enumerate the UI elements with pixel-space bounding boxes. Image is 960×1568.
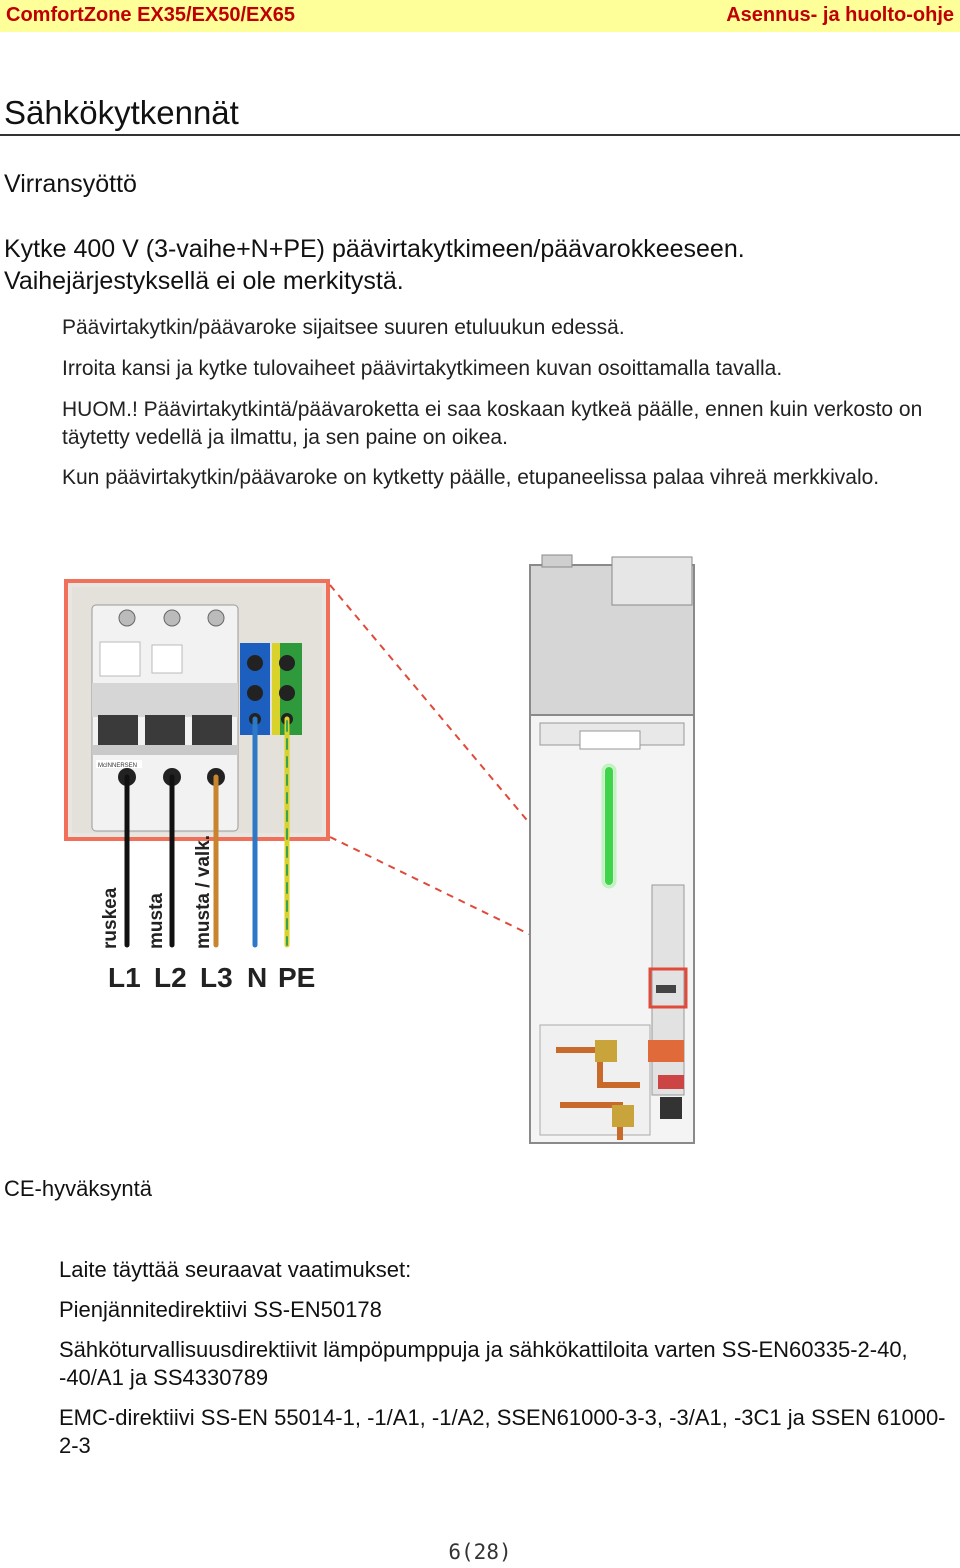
main-switch-highlight: [648, 967, 688, 1009]
page-number: 6(28): [448, 1540, 512, 1564]
paragraph-indicator: Kun päävirtakytkin/päävaroke on kytketty…: [62, 466, 880, 489]
ce-item: Laite täyttää seuraavat vaatimukset:: [59, 1257, 412, 1282]
page-title: Sähkökytkennät: [4, 94, 239, 131]
leader-line-top: [329, 584, 651, 968]
paragraph-warning: HUOM.! Päävirtakytkintä/päävaroketta ei …: [62, 398, 923, 449]
ce-item: EMC-direktiivi SS-EN 55014-1, -1/A1, -1/…: [59, 1405, 946, 1458]
breaker-brand: McINNERSEN: [98, 763, 137, 769]
paragraph-instructions: Irroita kansi ja kytke tulovaiheet päävi…: [62, 357, 783, 380]
ce-item: Sähköturvallisuusdirektiivit lämpöpumppu…: [59, 1337, 908, 1390]
terminal-l2: L2: [154, 962, 187, 993]
intro-text: Kytke 400 V (3-vaihe+N+PE) päävirtakytki…: [4, 235, 745, 295]
ce-item: Pienjännitedirektiivi SS-EN50178: [59, 1297, 382, 1322]
ce-heading: CE-hyväksyntä: [4, 1176, 152, 1201]
terminal-n: N: [247, 962, 267, 993]
wires: [124, 716, 290, 948]
terminal-l1: L1: [108, 962, 141, 993]
wiring-figure: McINNERSEN ruskea musta musta / valk. L1…: [64, 554, 695, 1144]
wire-label-l1: ruskea: [100, 887, 121, 949]
green-indicator-light: [605, 767, 613, 885]
header-doc-title: Asennus- ja huolto-ohje: [726, 4, 954, 26]
header-product: ComfortZone EX35/EX50/EX65: [6, 4, 295, 26]
heat-pump-unit: [529, 554, 695, 1144]
title-rule: [0, 134, 960, 136]
paragraph-location: Päävirtakytkin/päävaroke sijaitsee suure…: [62, 316, 625, 339]
wire-label-l2: musta: [146, 893, 167, 949]
main-breaker: McINNERSEN: [91, 604, 239, 832]
terminal-pe: PE: [278, 962, 315, 993]
terminal-l3: L3: [200, 962, 233, 993]
section-heading: Virransyöttö: [4, 170, 137, 198]
wire-label-l3: musta / valk.: [193, 835, 214, 949]
page-header: ComfortZone EX35/EX50/EX65 Asennus- ja h…: [0, 0, 960, 32]
